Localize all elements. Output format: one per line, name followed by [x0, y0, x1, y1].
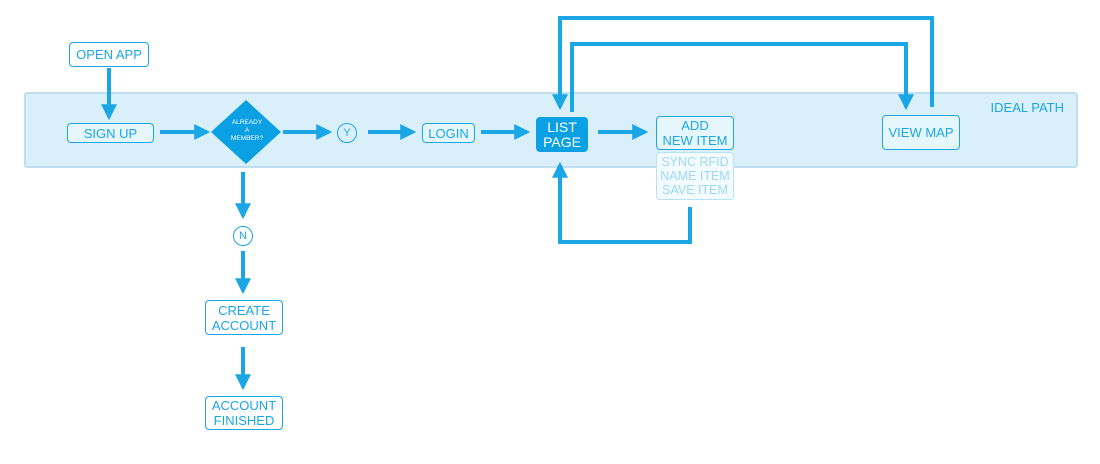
ideal-path-label: IDEAL PATH [990, 100, 1064, 115]
view-map-label: VIEW MAP [888, 125, 954, 140]
create-account-line-1: CREATE [218, 302, 270, 318]
arrow-save-loop-to-list [552, 161, 692, 244]
list-page-line-1: LIST [547, 118, 577, 135]
sign-up-box: SIGN UP [67, 123, 154, 143]
arrow-map-to-list [552, 16, 934, 111]
decision-label: ALREADY A MEMBER? [218, 113, 276, 149]
no-circle: N [233, 226, 253, 246]
add-new-item-box: ADD NEW ITEM [656, 116, 734, 150]
account-finished-line-2: FINISHED [213, 413, 275, 428]
list-page-line-2: PAGE [543, 133, 581, 150]
view-map-box: VIEW MAP [882, 115, 960, 150]
login-label: LOGIN [428, 125, 469, 141]
open-app-box: OPEN APP [69, 42, 149, 67]
decision-label-line-2: A [244, 127, 250, 134]
create-account-box: CREATE ACCOUNT [205, 300, 283, 335]
add-item-steps-box: SYNC RFID NAME ITEM SAVE ITEM [656, 152, 734, 200]
no-label: N [239, 230, 247, 242]
list-page-box: LIST PAGE [536, 117, 588, 152]
yes-circle: Y [337, 123, 357, 143]
sign-up-label: SIGN UP [83, 125, 138, 141]
arrow-list-to-map [570, 42, 914, 112]
step-save-item: SAVE ITEM [662, 183, 728, 197]
decision-label-line-3: MEMBER? [230, 135, 264, 142]
yes-label: Y [343, 127, 351, 139]
open-app-label: OPEN APP [76, 47, 142, 62]
account-finished-box: ACCOUNT FINISHED [205, 396, 283, 430]
account-finished-line-1: ACCOUNT [211, 398, 277, 413]
add-new-item-line-1: ADD [681, 118, 709, 133]
decision-label-line-1: ALREADY [231, 119, 263, 126]
step-name-item: NAME ITEM [660, 169, 730, 183]
decision-diamond [211, 100, 281, 164]
login-box: LOGIN [422, 123, 475, 143]
add-new-item-line-2: NEW ITEM [662, 133, 728, 148]
create-account-line-2: ACCOUNT [211, 317, 277, 333]
step-sync-rfid: SYNC RFID [661, 155, 729, 169]
